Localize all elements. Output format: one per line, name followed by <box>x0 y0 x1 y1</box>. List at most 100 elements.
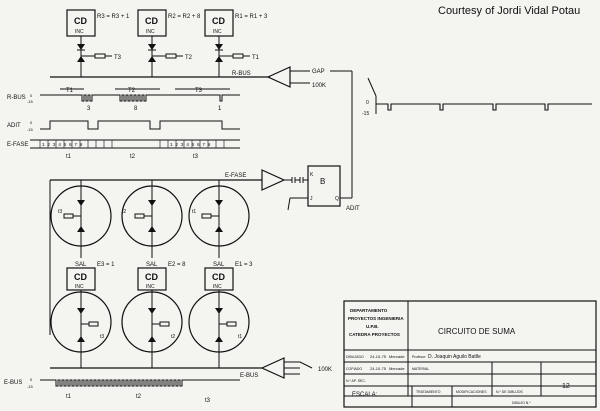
dibujado-date: 24-10-75 <box>370 354 387 359</box>
r-bus-waveform: 0 -15 <box>362 77 592 117</box>
dept-line: CATEDRA PROYECTOS <box>349 332 400 337</box>
circle-tick: t1 <box>192 209 196 215</box>
level-minus15: -15 <box>362 111 369 117</box>
circle-tick: t2 <box>122 209 126 215</box>
e-fase-label: E-FASE <box>225 173 246 179</box>
counter-sub: INC <box>75 29 84 35</box>
ff-q: Q <box>335 196 339 202</box>
counter-equation: E2 = 8 <box>168 262 186 268</box>
timing-phase-label: T1 <box>66 88 74 94</box>
timing-count: 8 <box>134 106 138 112</box>
circle-tick: t3 <box>100 334 104 340</box>
n-ap-label: N.º AP. SEC. <box>346 379 366 383</box>
bottom-counter-3: SAL CD INC E3 = 1 <box>66 262 115 291</box>
timing-phase-label: T3 <box>195 88 203 94</box>
top-counter-2: CD INC R2 = R2 + 8 <box>137 9 201 37</box>
timing-level-bot: -15 <box>27 127 34 132</box>
level-zero: 0 <box>366 100 369 106</box>
r100k-label: 100K <box>312 83 326 89</box>
counter-sub: INC <box>213 284 222 290</box>
timing-level-bot: -15 <box>27 384 34 389</box>
dept-line: PROYECTOS INGENIERIA <box>348 316 404 321</box>
counter-pre: SAL <box>146 262 158 268</box>
top-counter-1: CD INC R1 = R1 + 3 <box>204 9 268 37</box>
driver-t-label: T1 <box>252 55 260 61</box>
timing-level-top: 0 <box>30 120 33 125</box>
efase-seq: 1 2 3 4 5 6 7 8 <box>42 142 83 148</box>
copiado-name: Mercade <box>389 366 405 371</box>
material-label: MATERIAL <box>412 367 429 371</box>
counter-sub: INC <box>146 29 155 35</box>
profesor-label: Profesor: <box>412 355 426 359</box>
counter-equation: E3 = 1 <box>97 262 115 268</box>
counter-equation: R1 = R1 + 3 <box>235 14 268 20</box>
counter-sub: INC <box>213 29 222 35</box>
ff-k: K <box>310 172 314 178</box>
switch-row-bottom: t3 t2 t1 <box>50 290 250 368</box>
tick-label: t3 <box>205 398 211 404</box>
ff-j: J <box>310 196 313 202</box>
timing-count: 1 <box>218 106 222 112</box>
circle-tick: t2 <box>171 334 175 340</box>
timing-level-bot: -15 <box>27 99 34 104</box>
e-bus-label: E-BUS <box>240 373 258 379</box>
r100k-label-bottom: 100K <box>318 367 332 373</box>
counter-pre: SAL <box>75 262 87 268</box>
credit-text: Courtesy of Jordi Vidal Potau <box>438 5 580 17</box>
n-dibujos-label: N.º DE DIBUJOS <box>496 390 523 394</box>
driver-t-label: T2 <box>185 55 193 61</box>
sheet-number: 12 <box>562 383 570 390</box>
counter-pre: SAL <box>213 262 225 268</box>
dibujado-name: Mercade <box>389 354 405 359</box>
r-bus: R-BUS GAP 100K <box>50 66 353 165</box>
timing-phase-label: T2 <box>128 88 136 94</box>
tick-label: t1 <box>66 394 72 400</box>
profesor-name: D. Joaquin Aguilo Batlle <box>428 354 481 360</box>
title-block: DEPARTAMENTO PROYECTOS INGENIERIA U.P.B.… <box>343 300 597 408</box>
escala-label: ESCALA: <box>352 392 378 398</box>
circle-tick: t3 <box>58 209 62 215</box>
bottom-counter-2: SAL CD INC E2 = 8 <box>137 262 186 291</box>
dibujado-label: DIBUJADO <box>346 355 364 359</box>
counter-sub: INC <box>75 284 84 290</box>
gap-label: GAP <box>312 69 325 75</box>
r-bus-label: R-BUS <box>232 71 251 77</box>
bottom-counter-1: SAL CD INC E1 = 3 <box>204 262 253 291</box>
tick-label: t3 <box>193 154 199 160</box>
modificaciones-label: MODIFICACIONES <box>456 390 487 394</box>
circle-tick: t1 <box>238 334 242 340</box>
timing-row-label: ADIT <box>7 123 21 129</box>
counter-label: CD <box>212 16 225 26</box>
switch-row-top: t3 t2 t1 <box>49 180 250 335</box>
dept-line: DEPARTAMENTO <box>350 308 388 313</box>
tratamiento-label: TRATAMIENTO <box>416 390 441 394</box>
copiado-date: 24-10-75 <box>370 366 387 371</box>
ff-name: B <box>320 177 325 186</box>
timing-level-top: 0 <box>30 377 33 382</box>
efase-seq: 1 2 3 4 5 6 7 8 <box>170 142 211 148</box>
counter-label: CD <box>74 272 87 282</box>
e-bus: E-BUS 100K E-BUS 0 -15 t1 t2 t3 <box>4 357 332 404</box>
counter-equation: E1 = 3 <box>235 262 253 268</box>
dibujo-n-label: DIBUJO N.º <box>512 401 531 405</box>
drawing-title: CIRCUITO DE SUMA <box>438 327 516 336</box>
timing-row-label: E-BUS <box>4 380 22 386</box>
counter-sub: INC <box>146 284 155 290</box>
timing-level-top: 0 <box>30 93 33 98</box>
counter-label: CD <box>145 16 158 26</box>
driver-t-label: T3 <box>114 55 122 61</box>
counter-label: CD <box>212 272 225 282</box>
timing-diagram: R-BUS 0 -15 T1 T2 T3 3 8 1 ADIT 0 -15 E-… <box>7 88 240 160</box>
tick-label: t1 <box>66 154 72 160</box>
timing-row-label: E-FASE <box>7 142 28 148</box>
counter-equation: R2 = R2 + 8 <box>168 14 201 20</box>
copiado-label: COPIADO <box>346 367 362 371</box>
dept-line: U.P.B. <box>366 324 379 329</box>
counter-label: CD <box>145 272 158 282</box>
timing-count: 3 <box>87 106 91 112</box>
e-fase-section: E-FASE B K J Q ADIT <box>50 165 360 212</box>
top-counter-drivers: T3 T2 T1 <box>77 36 260 77</box>
flip-flop <box>307 165 341 207</box>
top-counter-3: CD INC R3 = R3 + 1 <box>66 9 130 37</box>
adit-label: ADIT <box>346 206 360 212</box>
